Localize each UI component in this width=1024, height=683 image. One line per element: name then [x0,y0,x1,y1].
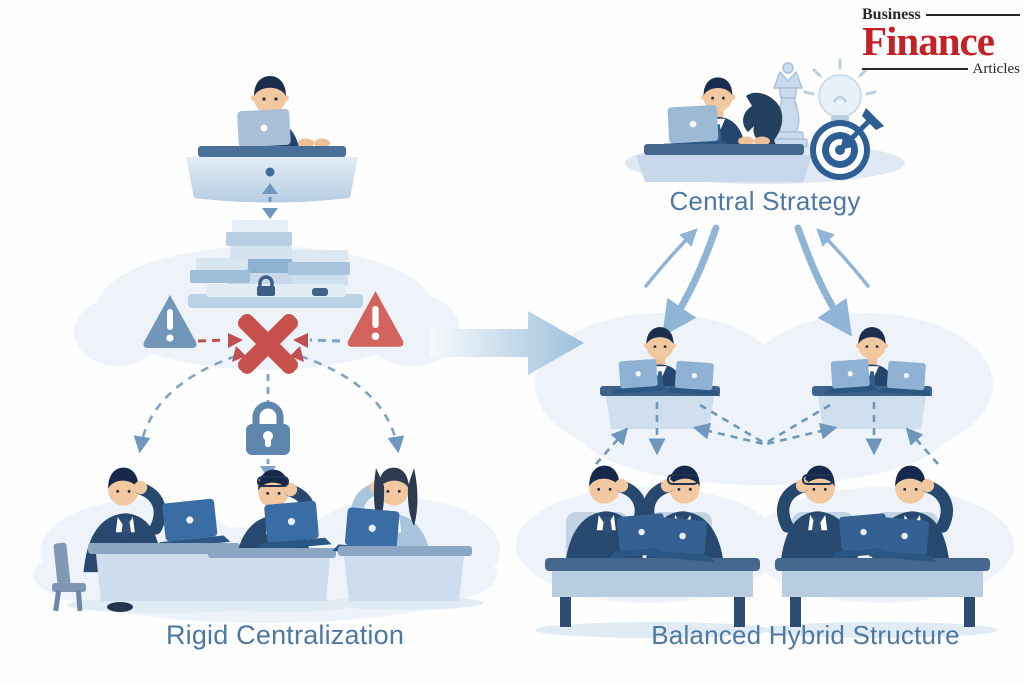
logo-business-text: Business [862,6,921,23]
frustrated-worker-3 [332,468,472,601]
central-strategy-label: Central Strategy [669,186,861,216]
middle-manager-right [812,327,935,429]
logo-rule-top [925,14,1020,16]
dashed-arcs [133,354,405,454]
network-arrows [595,402,939,465]
executive-at-desk [186,76,358,203]
left-scene [52,76,472,612]
frustrated-worker-1 [52,468,240,612]
transition-arrow-icon [430,311,584,375]
paperwork-stack-icon [188,220,363,308]
desk [198,146,346,157]
strategy-executive-at-desk [636,77,812,182]
brand-logo: Business Finance Articles [862,6,1020,78]
left-caption: Rigid Centralization [165,620,405,650]
logo-finance-text: Finance [862,18,995,64]
worker-team-right [775,466,990,627]
logo-articles-text: Articles [972,60,1020,77]
lock-icon [246,401,290,455]
laptop-icon [237,108,291,148]
ground-shadows [67,596,998,638]
logo-rule-bottom [862,68,968,71]
blocked-arrows [197,333,341,348]
right-caption: Balanced Hybrid Structure [651,620,960,650]
middle-manager-left [600,327,723,429]
cross-icon [238,314,298,374]
mini-lock-icon [257,275,275,296]
frustrated-worker-2 [208,470,336,601]
double-arrow-icon [262,183,278,219]
right-scene [545,58,990,627]
target-icon [810,108,884,180]
two-way-arrows [644,224,870,337]
worker-team-left [545,466,760,627]
